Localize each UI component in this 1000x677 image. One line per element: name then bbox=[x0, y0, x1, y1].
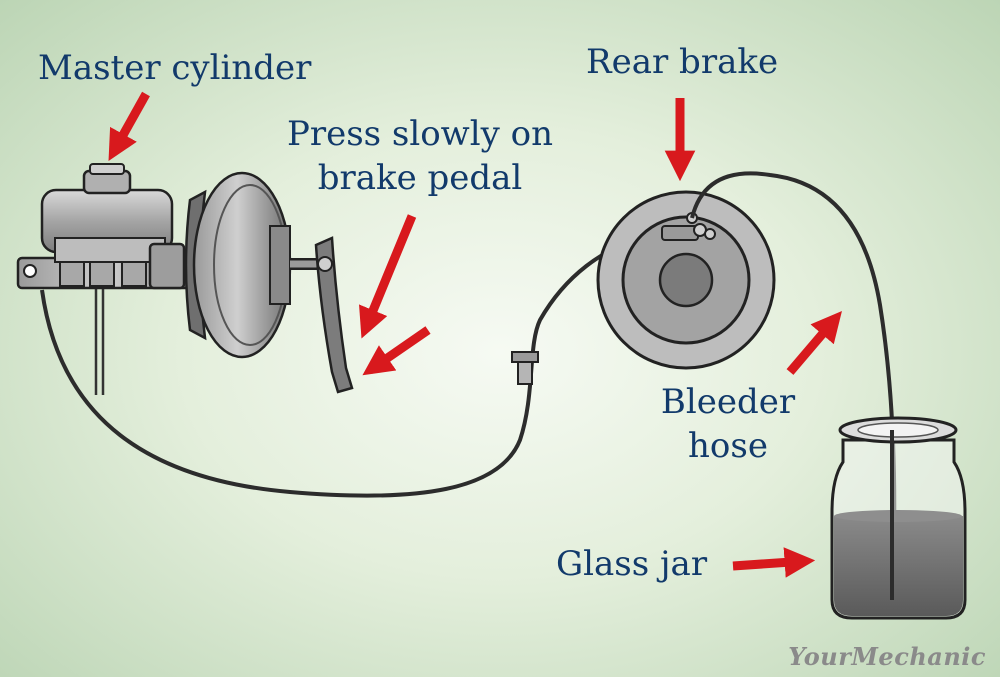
arrow-master-cylinder bbox=[108, 91, 150, 162]
brake-pedal bbox=[314, 236, 354, 394]
arrow-bleeder-hose bbox=[786, 311, 842, 375]
label-bleeder-hose: Bleeder hose bbox=[648, 380, 808, 468]
label-rear-brake: Rear brake bbox=[586, 42, 779, 82]
arrow-brake-pedal-upper bbox=[359, 214, 417, 339]
label-bleeder-line-2: hose bbox=[688, 426, 768, 466]
brake-line-hose bbox=[40, 230, 673, 498]
rear-brake-drum bbox=[596, 190, 776, 370]
hose-fitting bbox=[511, 351, 539, 385]
label-press-line-1: Press slowly on bbox=[286, 114, 554, 154]
vertical-brake-line bbox=[94, 285, 105, 395]
label-glass-jar: Glass jar bbox=[556, 544, 708, 584]
arrow-glass-jar bbox=[732, 547, 816, 578]
yourmechanic-watermark: YourMechanic bbox=[788, 642, 986, 671]
glass-jar bbox=[830, 416, 967, 620]
arrow-brake-pedal-lower bbox=[362, 326, 431, 376]
label-bleeder-line-1: Bleeder bbox=[660, 382, 796, 422]
label-master-cylinder: Master cylinder bbox=[38, 48, 312, 88]
label-press-brake-pedal: Press slowly on brake pedal bbox=[270, 112, 570, 200]
label-press-line-2: brake pedal bbox=[317, 158, 523, 198]
brake-booster bbox=[184, 171, 330, 359]
jar-fluid bbox=[834, 516, 963, 616]
